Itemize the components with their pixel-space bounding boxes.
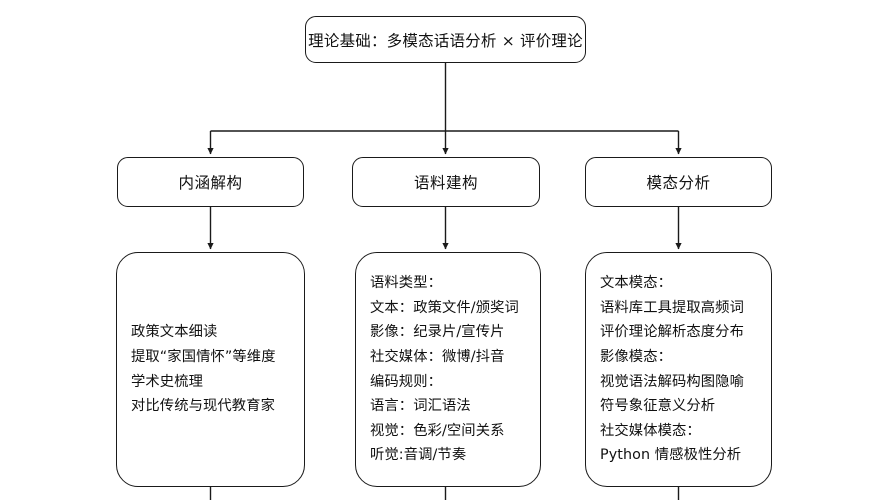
detail-line: 文本：政策文件/颁奖词 (370, 299, 519, 316)
detail-line: 编码规则： (370, 373, 442, 390)
detail-line: 语料类型： (370, 275, 442, 292)
detail-line: 视觉：色彩/空间关系 (370, 422, 505, 439)
detail-line: 政策文本细读 (131, 324, 218, 341)
detail-line: 听觉:音调/节奏 (370, 447, 467, 464)
detail-line: 影像模态： (600, 348, 672, 365)
detail-line: 语料库工具提取高频词 (600, 299, 744, 316)
node-detail-branch-2-lines: 语料类型： 文本：政策文件/颁奖词影像：纪录片/宣传片社交媒体：微博/抖音编码规则… (370, 271, 540, 468)
detail-line: 评价理论解析态度分布 (600, 324, 744, 341)
detail-line: 学术史梳理 (131, 373, 203, 390)
node-detail-branch-1[interactable]: 政策文本细读提取“家国情怀”等维度学术史梳理对比传统与现代教育家 (116, 252, 305, 487)
detail-line: 社交媒体模态： (600, 422, 701, 439)
detail-line: 语言：词汇语法 (370, 398, 471, 415)
node-head-branch-2[interactable]: 语料建构 (352, 157, 540, 207)
detail-line: 对比传统与现代教育家 (131, 398, 275, 415)
node-head-branch-1[interactable]: 内涵解构 (117, 157, 304, 207)
node-detail-branch-2[interactable]: 语料类型： 文本：政策文件/颁奖词影像：纪录片/宣传片社交媒体：微博/抖音编码规则… (355, 252, 541, 487)
node-head-branch-2-label: 语料建构 (413, 174, 478, 192)
node-detail-branch-3[interactable]: 文本模态： 语料库工具提取高频词评价理论解析态度分布影像模态： 视觉语法解码构图隐喻… (585, 252, 772, 487)
detail-line: 影像：纪录片/宣传片 (370, 324, 505, 341)
node-head-branch-1-label: 内涵解构 (178, 174, 243, 192)
detail-line: 社交媒体：微博/抖音 (370, 348, 505, 365)
detail-line: 视觉语法解码构图隐喻 (600, 373, 744, 390)
detail-line: 提取“家国情怀”等维度 (131, 348, 276, 365)
node-head-branch-3[interactable]: 模态分析 (585, 157, 772, 207)
node-detail-branch-3-lines: 文本模态： 语料库工具提取高频词评价理论解析态度分布影像模态： 视觉语法解码构图隐喻… (600, 271, 771, 468)
node-root-label: 理论基础：多模态话语分析 × 评价理论 (308, 31, 583, 50)
node-head-branch-3-label: 模态分析 (646, 174, 711, 192)
node-detail-branch-1-lines: 政策文本细读提取“家国情怀”等维度学术史梳理对比传统与现代教育家 (131, 320, 304, 418)
detail-line: 文本模态： (600, 275, 672, 292)
detail-line: Python 情感极性分析 (600, 447, 742, 464)
detail-line: 符号象征意义分析 (600, 398, 716, 415)
node-root[interactable]: 理论基础：多模态话语分析 × 评价理论 (305, 16, 586, 63)
